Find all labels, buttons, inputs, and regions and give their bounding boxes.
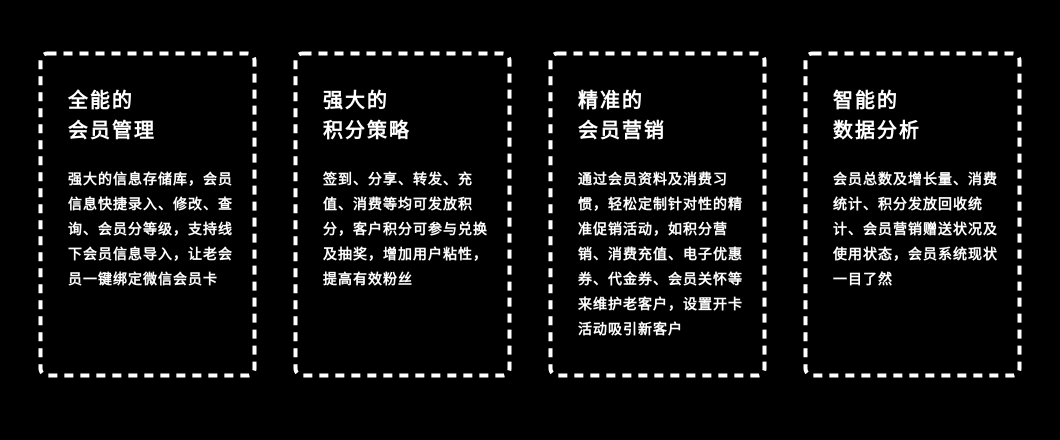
card-title: 精准的 会员营销	[578, 88, 666, 142]
feature-card-data-analytics: 智能的 数据分析 会员总数及增长量、消费 统计、积分发放回收统 计、会员营销赠送…	[803, 51, 1022, 378]
card-description: 强大的信息存储库，会员 信息快捷录入、修改、查 询、会员分等级，支持线 下会员信…	[68, 172, 233, 288]
card-content: 智能的 数据分析 会员总数及增长量、消费 统计、积分发放回收统 计、会员营销赠送…	[803, 51, 1022, 293]
dashed-border	[38, 51, 257, 378]
card-content: 全能的 会员管理 强大的信息存储库，会员 信息快捷录入、修改、查 询、会员分等级…	[38, 51, 257, 293]
card-content: 精准的 会员营销 通过会员资料及消费习 惯，轻松定制针对性的精 准促销活动，如积…	[548, 51, 767, 343]
card-description: 签到、分享、转发、充 值、消费等均可发放积 分，客户积分可参与兑换 及抽奖，增加…	[323, 172, 488, 288]
dashed-border	[293, 51, 512, 378]
dashed-border	[803, 51, 1022, 378]
feature-card-member-marketing: 精准的 会员营销 通过会员资料及消费习 惯，轻松定制针对性的精 准促销活动，如积…	[548, 51, 767, 378]
dashed-border	[548, 51, 767, 378]
card-description: 会员总数及增长量、消费 统计、积分发放回收统 计、会员营销赠送状况及 使用状态，…	[833, 172, 998, 288]
card-title: 强大的 积分策略	[323, 88, 411, 142]
feature-card-member-management: 全能的 会员管理 强大的信息存储库，会员 信息快捷录入、修改、查 询、会员分等级…	[38, 51, 257, 378]
card-title: 智能的 数据分析	[833, 88, 921, 142]
feature-card-points-strategy: 强大的 积分策略 签到、分享、转发、充 值、消费等均可发放积 分，客户积分可参与…	[293, 51, 512, 378]
card-description: 通过会员资料及消费习 惯，轻松定制针对性的精 准促销活动，如积分营 销、消费充值…	[578, 172, 743, 338]
card-title: 全能的 会员管理	[68, 88, 156, 142]
card-content: 强大的 积分策略 签到、分享、转发、充 值、消费等均可发放积 分，客户积分可参与…	[293, 51, 512, 293]
